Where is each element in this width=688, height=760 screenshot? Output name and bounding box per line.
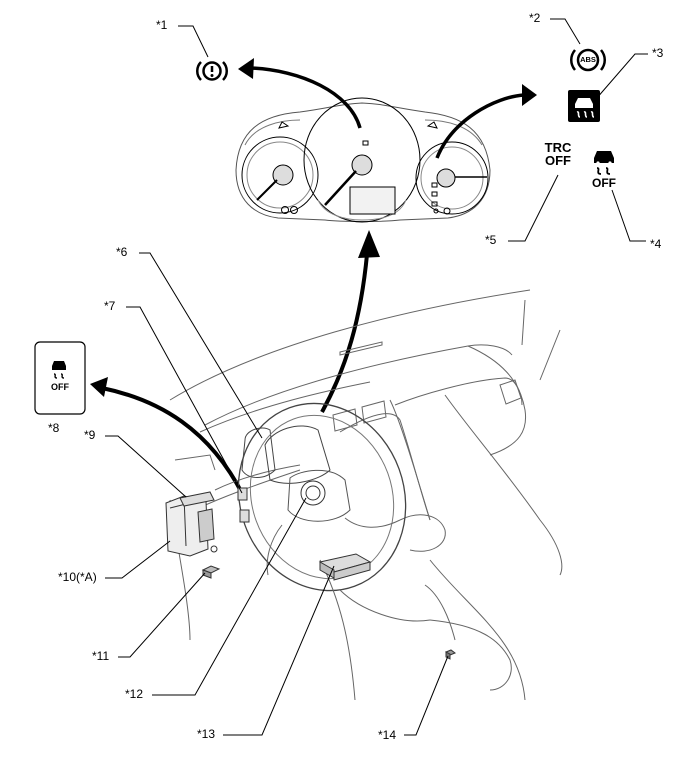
callout-7: *7 bbox=[104, 299, 116, 313]
brake-warning-icon bbox=[196, 61, 228, 81]
trc-off-label-bottom: OFF bbox=[545, 153, 571, 168]
switch-off-label: OFF bbox=[51, 382, 69, 392]
callout-9: *9 bbox=[84, 428, 96, 442]
callout-3: *3 bbox=[652, 46, 664, 60]
abs-icon-label: ABS bbox=[580, 55, 596, 64]
slip-indicator-icon bbox=[568, 90, 600, 122]
callout-1: *1 bbox=[156, 18, 168, 32]
callout-10: *10(*A) bbox=[58, 570, 97, 584]
callout-13: *13 bbox=[197, 727, 216, 741]
callout-2: *2 bbox=[529, 11, 541, 25]
callout-14: *14 bbox=[378, 728, 397, 742]
trc-off-label-top: TRC bbox=[544, 140, 572, 155]
vsc-off-switch bbox=[34, 341, 86, 415]
leader-lines bbox=[105, 18, 648, 736]
dashboard bbox=[169, 289, 563, 701]
vsc-off-icon bbox=[594, 151, 614, 175]
callout-11: *11 bbox=[92, 649, 110, 663]
instrument-cluster bbox=[235, 97, 491, 223]
callout-6: *6 bbox=[116, 245, 128, 259]
callout-5: *5 bbox=[485, 233, 497, 247]
callout-8: *8 bbox=[48, 421, 60, 435]
callout-4: *4 bbox=[650, 237, 662, 251]
vsc-off-label: OFF bbox=[592, 176, 616, 190]
arrows bbox=[90, 58, 537, 496]
callout-12: *12 bbox=[125, 687, 144, 701]
abs-warning-icon bbox=[570, 48, 606, 72]
components bbox=[165, 487, 457, 660]
